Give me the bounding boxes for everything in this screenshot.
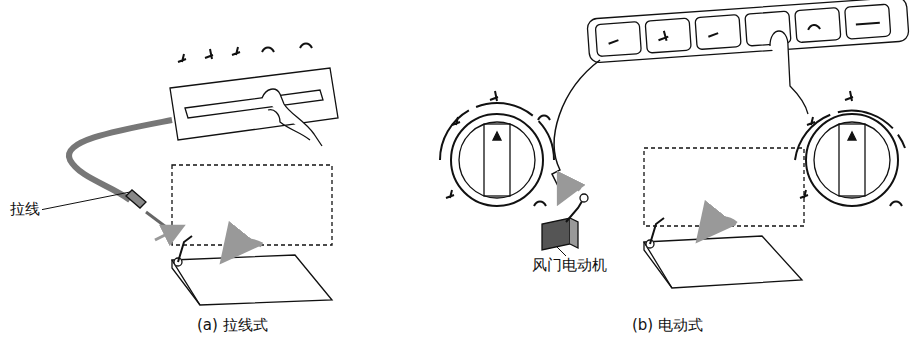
electric-type	[542, 0, 909, 288]
leader-line	[40, 192, 568, 258]
part-label: 拉线	[8, 200, 42, 218]
sub-caption: (b) 电动式	[630, 316, 705, 334]
part-label: 风门电动机	[530, 256, 609, 274]
sub-caption: (a) 拉线式	[195, 316, 270, 334]
cable-type	[69, 44, 554, 306]
